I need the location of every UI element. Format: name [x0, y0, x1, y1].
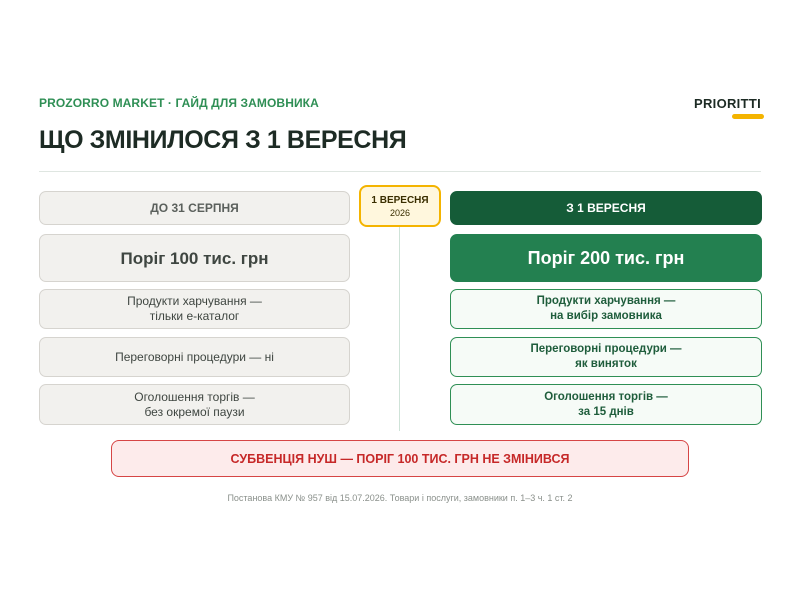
- after-threshold-card: Поріг 200 тис. грн: [450, 234, 762, 282]
- before-column-header: ДО 31 СЕРПНЯ: [39, 191, 350, 225]
- date-badge: 1 ВЕРЕСНЯ 2026: [359, 185, 441, 227]
- after-negotiation-line1: Переговорні процедури —: [530, 343, 682, 355]
- timeline-line: [399, 227, 400, 431]
- after-negotiation-line2: як виняток: [575, 358, 637, 370]
- date-badge-year: 2026: [389, 207, 411, 218]
- after-food-line1: Продукти харчування —: [536, 295, 676, 307]
- page-title: ЩО ЗМІНИЛОСЯ З 1 ВЕРЕСНЯ: [39, 126, 407, 154]
- after-announcement-line2: за 15 днів: [578, 405, 634, 418]
- after-food-line2: на вибір замовника: [550, 310, 662, 322]
- before-threshold-card: Поріг 100 тис. грн: [39, 234, 350, 282]
- before-announcement-line2: без окремої паузи: [144, 404, 245, 419]
- before-announcement-line1: Оголошення торгів —: [134, 389, 255, 404]
- header-divider: [39, 171, 761, 172]
- before-announcement-card: Оголошення торгів — без окремої паузи: [39, 384, 350, 425]
- after-food-card: Продукти харчування — на вибір замовника: [450, 289, 762, 329]
- after-announcement-line1: Оголошення торгів —: [544, 390, 668, 403]
- brand-logo: PRIORITTI: [694, 96, 761, 111]
- before-negotiation-card: Переговорні процедури — ні: [39, 337, 350, 377]
- section-kicker: PROZORRO MARKET · ГАЙД ДЛЯ ЗАМОВНИКА: [39, 96, 319, 110]
- source-footnote: Постанова КМУ № 957 від 15.07.2026. Това…: [227, 493, 573, 503]
- brand-underline: [732, 114, 764, 119]
- subvention-notice: СУБВЕНЦІЯ НУШ — ПОРІГ 100 ТИС. ГРН НЕ ЗМ…: [111, 440, 689, 477]
- date-badge-day: 1 ВЕРЕСНЯ: [371, 194, 429, 206]
- before-food-line1: Продукти харчування —: [127, 294, 262, 308]
- after-negotiation-card: Переговорні процедури — як виняток: [450, 337, 762, 377]
- before-food-line2: тільки е-каталог: [149, 309, 240, 323]
- before-negotiation-line1: Переговорні процедури — ні: [115, 349, 274, 364]
- after-column-header: З 1 ВЕРЕСНЯ: [450, 191, 762, 225]
- after-announcement-card: Оголошення торгів — за 15 днів: [450, 384, 762, 425]
- before-food-card: Продукти харчування — тільки е-каталог: [39, 289, 350, 329]
